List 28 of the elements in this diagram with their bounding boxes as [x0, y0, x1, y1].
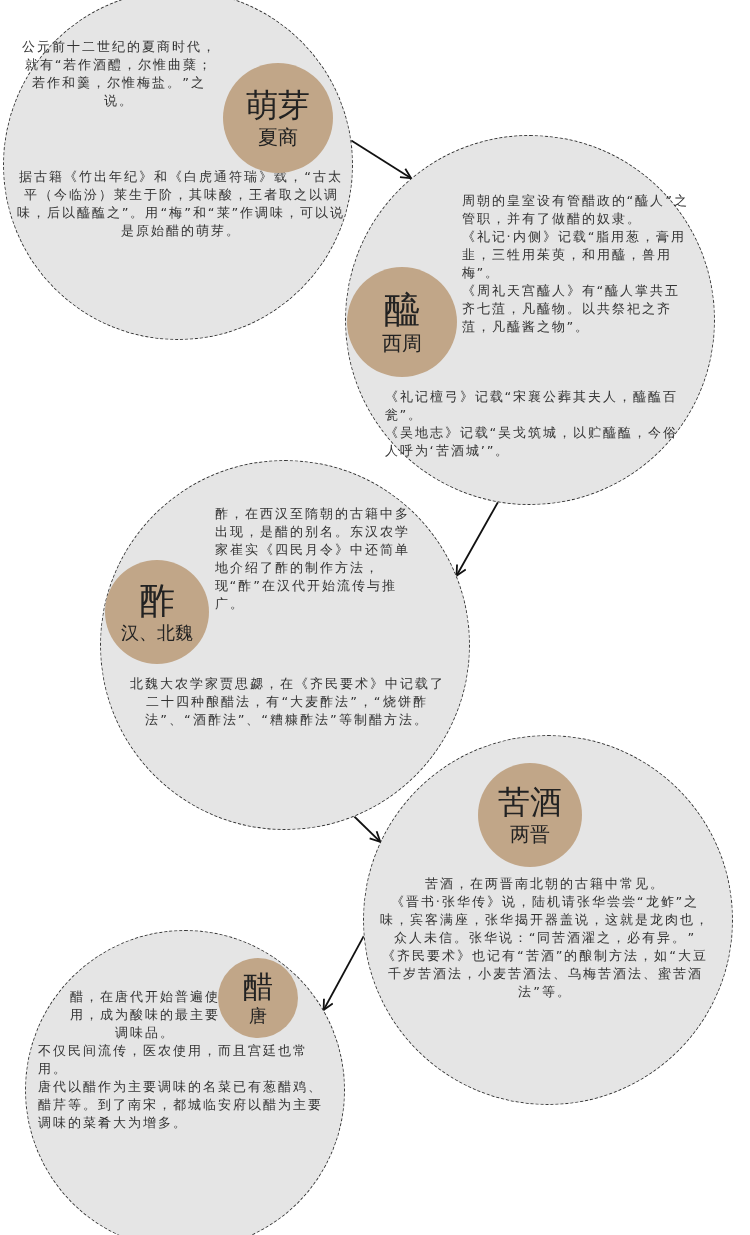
body-text: 醋，在唐代开始普遍使用，成为酸味的最主要调味品。 [69, 987, 220, 1042]
era-title: 萌芽 [245, 86, 310, 125]
body-text: 《礼记檀弓》记载“宋襄公葬其夫人，醯醢百瓮”。 [384, 387, 680, 424]
body-text: 北魏大农学家贾思勰，在《齐民要术》中记载了二十四种酿醋法，有“大麦酢法”，“烧饼酢法”、“酒酢法”、“糟糠酢法”等制醋方法。 [128, 674, 446, 729]
body-text: 酢，在西汉至隋朝的古籍中多出现，是醋的别名。东汉农学家崔实《四民月令》中还简单地介绍了酢的制作方法，现“酢”在汉代开始流传与推广。 [214, 504, 411, 613]
body-text: 唐代以醋作为主要调味的名菜已有葱醋鸡、醋芹等。到了南宋，都城临安府以醋为主要调味的菜肴大为增多。 [37, 1077, 324, 1132]
era-period: 唐 [248, 1004, 267, 1027]
arrow [353, 815, 382, 843]
era-period: 西周 [381, 331, 422, 356]
body-text: 公元前十二世纪的夏商时代，就有“若作酒醴，尔惟曲蘖；若作和羹，尔惟梅盐。”之说。 [21, 37, 217, 110]
body-text: 《晋书·张华传》说，陆机请张华尝尝“龙鲊”之味，宾客满座，张华揭开器盖说，这就是龙肉也，众人未信。张华说：“同苦酒濯之，必有异。” [379, 892, 711, 947]
body-text: 不仅民间流传，医农使用，而且宫廷也常用。 [37, 1041, 309, 1078]
arrow [322, 935, 365, 1011]
body-text: 《吴地志》记载“吴戈筑城，以贮醯醢，今俗人呼为‘苦酒城’”。 [384, 423, 680, 460]
era-title: 苦酒 [497, 783, 562, 822]
era-title: 酢 [138, 579, 175, 623]
body-text: 《礼记·内侧》记载“脂用葱，膏用韭，三牲用茱萸，和用醯，兽用梅”。 [461, 227, 688, 282]
era-title: 醯 [383, 287, 420, 332]
era-period: 两晋 [509, 821, 550, 846]
body-text: 周朝的皇室设有管醋政的“醯人”之管职，并有了做醋的奴隶。 [461, 191, 690, 228]
body-text: 苦酒，在两晋南北朝的古籍中常见。 [424, 874, 666, 893]
era-title: 醋 [242, 968, 273, 1005]
body-text: 《周礼天宫醯人》有“醯人掌共五齐七菹，凡醯物。以共祭祀之齐菹，凡醯酱之物”。 [461, 281, 682, 336]
era-period: 夏商 [257, 124, 298, 149]
arrow [455, 501, 499, 577]
era-period: 汉、北魏 [120, 622, 193, 644]
arrow [350, 139, 412, 180]
body-text: 《齐民要术》也记有“苦酒”的酿制方法，如“大豆千岁苦酒法，小麦苦酒法、乌梅苦酒法、蜜苦酒法”等。 [380, 946, 710, 1001]
